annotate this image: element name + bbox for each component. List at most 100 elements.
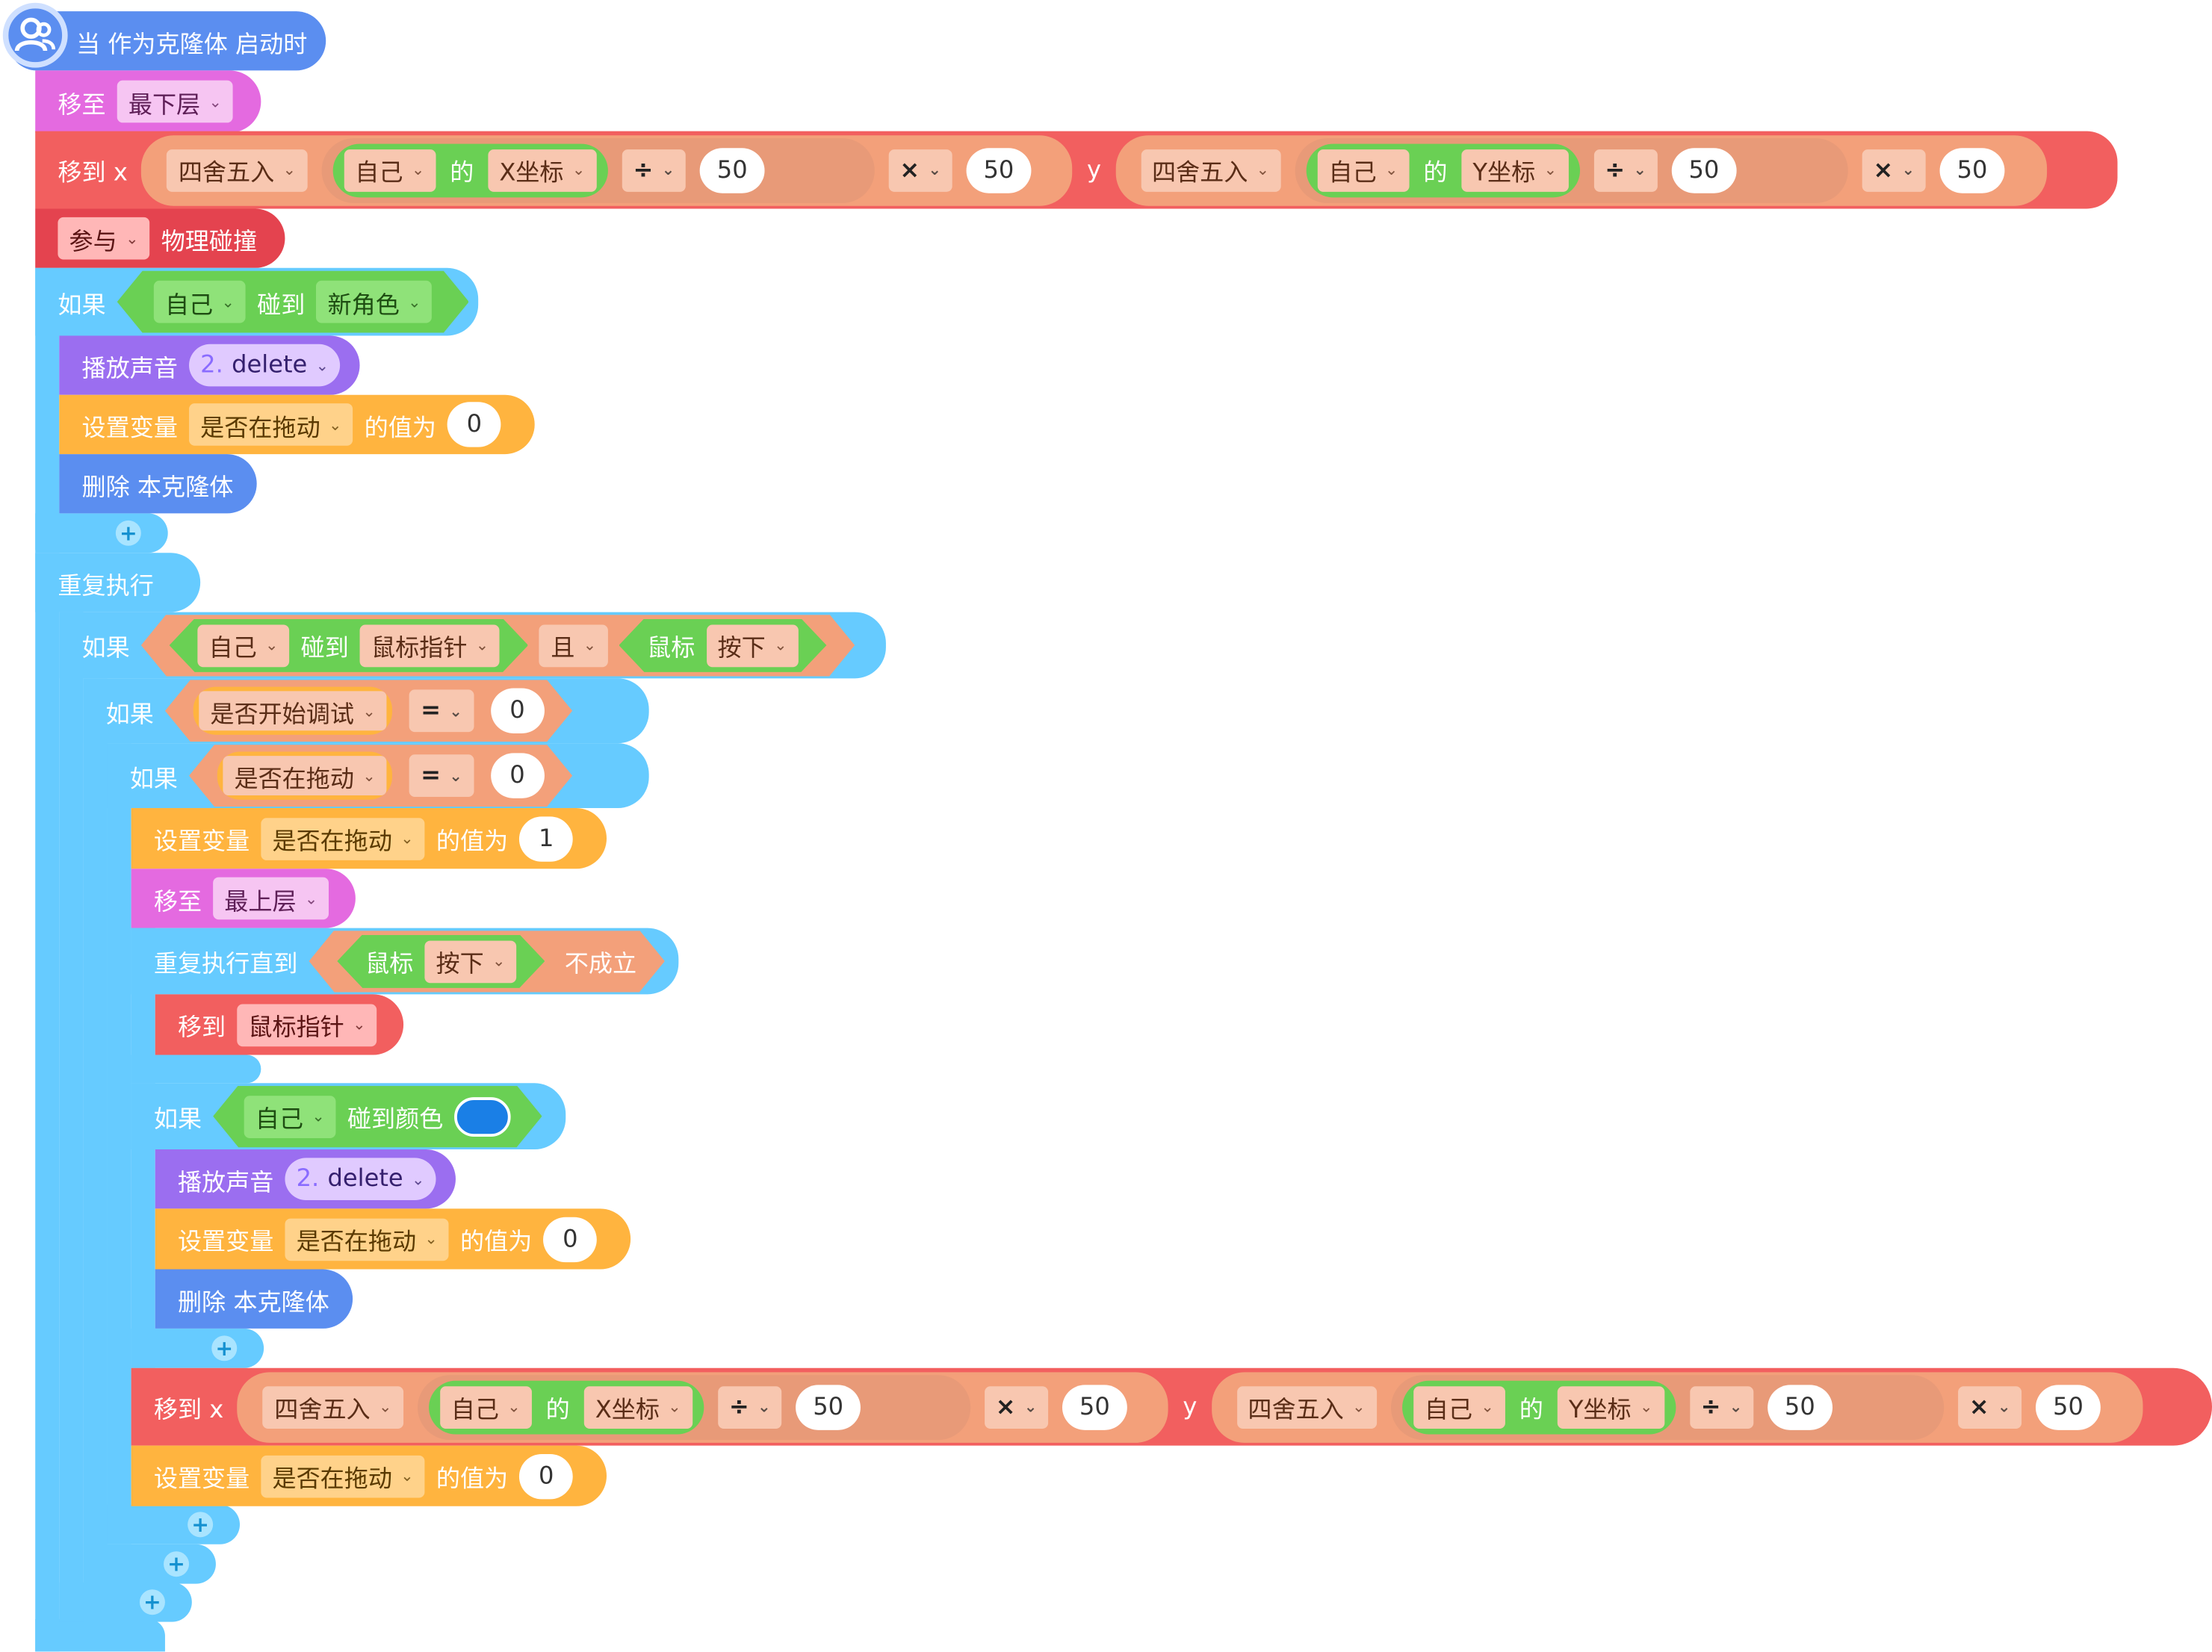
not-condition[interactable]: 鼠标 按下⌄ 不成立 [309,930,665,992]
logic-dropdown[interactable]: 且⌄ [539,624,607,667]
property-dropdown[interactable]: X坐标⌄ [488,149,597,191]
go-to-target-block[interactable]: 移到 鼠标指针⌄ [155,994,404,1055]
value-input[interactable]: 0 [447,402,501,447]
and-condition[interactable]: 自己⌄ 碰到 鼠标指针⌄ 且⌄ 鼠标 按下⌄ [141,614,855,676]
operator-dropdown[interactable]: ÷⌄ [1689,1385,1754,1429]
mouse-state-dropdown[interactable]: 按下⌄ [706,624,798,667]
add-block-button[interactable]: + [164,1551,190,1577]
delete-clone-block[interactable]: 删除 本克隆体 [155,1269,353,1329]
number-input[interactable]: 50 [966,147,1032,193]
variable-dropdown[interactable]: 是否在拖动⌄ [261,1454,425,1497]
target-dropdown[interactable]: 新角色⌄ [316,281,432,323]
sprite-dropdown[interactable]: 自己⌄ [439,1385,532,1429]
if-block[interactable]: 如果 是否在拖动⌄ =⌄ 0 [107,743,649,809]
set-variable-block[interactable]: 设置变量 是否在拖动⌄ 的值为 1 [131,808,607,869]
round-reporter-y[interactable]: 四舍五入⌄ 自己⌄ 的 Y坐标⌄ ÷⌄ 50 ×⌄ 50 [1115,134,2047,205]
round-dropdown[interactable]: 四舍五入⌄ [1140,149,1281,191]
sprite-property-reporter[interactable]: 自己⌄ 的 X坐标⌄ [332,143,608,197]
sprite-dropdown[interactable]: 自己⌄ [1317,149,1410,191]
value-input[interactable]: 0 [519,1453,574,1499]
number-input[interactable]: 50 [2036,1384,2101,1429]
operator-dropdown[interactable]: ×⌄ [888,149,952,191]
go-to-layer-block[interactable]: 移至 最下层⌄ [35,70,261,133]
round-dropdown[interactable]: 四舍五入⌄ [1236,1385,1377,1429]
sprite-property-reporter[interactable]: 自己⌄ 的 Y坐标⌄ [1306,143,1580,197]
if-block[interactable]: 如果 自己⌄ 碰到 新角色⌄ [35,267,479,336]
divide-reporter[interactable]: 自己⌄ 的 X坐标⌄ ÷⌄ 50 [320,137,875,202]
go-to-xy-block[interactable]: 移到 x 四舍五入⌄ 自己⌄ 的 X坐标⌄ ÷⌄ 50 ×⌄ 50 y 四舍五入… [35,131,2118,209]
add-block-button[interactable]: + [139,1589,165,1615]
divide-reporter[interactable]: 自己⌄ 的 X坐标⌄ ÷⌄ 50 [417,1374,970,1440]
number-input[interactable]: 50 [1062,1384,1127,1429]
sprite-dropdown[interactable]: 自己⌄ [154,281,246,323]
target-dropdown[interactable]: 鼠标指针⌄ [360,624,500,667]
property-dropdown[interactable]: Y坐标⌄ [1557,1385,1664,1429]
number-input[interactable]: 50 [700,147,765,193]
target-dropdown[interactable]: 鼠标指针⌄ [237,1003,377,1046]
operator-dropdown[interactable]: ÷⌄ [717,1385,782,1429]
property-dropdown[interactable]: X坐标⌄ [583,1385,693,1429]
equals-condition[interactable]: 是否开始调试⌄ =⌄ 0 [165,680,572,742]
forever-block[interactable]: 重复执行 [35,553,201,612]
hat-block-when-clone-starts[interactable]: 当 作为克隆体 启动时 [8,11,326,71]
set-variable-block[interactable]: 设置变量 是否在拖动⌄ 的值为 0 [59,394,535,455]
number-input[interactable]: 50 [1768,1384,1833,1429]
variable-dropdown[interactable]: 是否在拖动⌄ [261,817,425,860]
property-dropdown[interactable]: Y坐标⌄ [1461,149,1569,191]
sound-dropdown[interactable]: 2.delete⌄ [285,1158,436,1201]
number-input[interactable]: 50 [1671,147,1737,193]
operator-dropdown[interactable]: ×⌄ [1957,1385,2022,1429]
mouse-state-dropdown[interactable]: 按下⌄ [424,940,516,983]
equals-condition[interactable]: 是否在拖动⌄ =⌄ 0 [189,745,572,807]
variable-dropdown[interactable]: 是否在拖动⌄ [223,756,386,795]
mouse-down-condition[interactable]: 鼠标 按下⌄ [337,934,545,988]
add-block-button[interactable]: + [211,1335,238,1361]
touching-condition[interactable]: 自己⌄ 碰到 新角色⌄ [117,271,469,333]
operator-dropdown[interactable]: =⌄ [409,754,474,797]
if-block[interactable]: 如果 自己⌄ 碰到 鼠标指针⌄ 且⌄ 鼠标 按下⌄ [59,612,886,679]
round-reporter-x[interactable]: 四舍五入⌄ 自己⌄ 的 X坐标⌄ ÷⌄ 50 ×⌄ 50 [238,1371,1169,1442]
physics-collision-block[interactable]: 参与⌄ 物理碰撞 [35,208,285,268]
divide-reporter[interactable]: 自己⌄ 的 Y坐标⌄ ÷⌄ 50 [1390,1374,1944,1440]
operator-dropdown[interactable]: ÷⌄ [1593,149,1658,191]
round-dropdown[interactable]: 四舍五入⌄ [263,1385,403,1429]
layer-dropdown[interactable]: 最下层⌄ [117,80,233,123]
divide-reporter[interactable]: 自己⌄ 的 Y坐标⌄ ÷⌄ 50 [1295,137,1848,202]
physics-mode-dropdown[interactable]: 参与⌄ [58,217,150,260]
touching-color-condition[interactable]: 自己⌄ 碰到颜色 [213,1085,542,1147]
if-block[interactable]: 如果 自己⌄ 碰到颜色 [131,1083,566,1150]
number-input[interactable]: 50 [796,1384,861,1429]
sprite-dropdown[interactable]: 自己⌄ [197,624,289,667]
repeat-until-block[interactable]: 重复执行直到 鼠标 按下⌄ 不成立 [131,928,679,995]
sprite-dropdown[interactable]: 自己⌄ [1413,1385,1505,1429]
sprite-property-reporter[interactable]: 自己⌄ 的 X坐标⌄ [428,1379,704,1434]
value-input[interactable]: 0 [543,1216,598,1262]
round-reporter-x[interactable]: 四舍五入⌄ 自己⌄ 的 X坐标⌄ ÷⌄ 50 ×⌄ 50 [141,134,1074,205]
round-dropdown[interactable]: 四舍五入⌄ [167,149,308,191]
delete-clone-block[interactable]: 删除 本克隆体 [59,454,257,514]
number-input[interactable]: 0 [491,753,545,798]
sprite-dropdown[interactable]: 自己⌄ [344,149,436,191]
variable-dropdown[interactable]: 是否在拖动⌄ [285,1217,449,1261]
variable-reporter[interactable]: 是否开始调试⌄ [193,687,393,735]
play-sound-block[interactable]: 播放声音 2.delete⌄ [59,335,360,395]
set-variable-block[interactable]: 设置变量 是否在拖动⌄ 的值为 0 [155,1208,631,1270]
sprite-property-reporter[interactable]: 自己⌄ 的 Y坐标⌄ [1401,1379,1676,1434]
color-swatch[interactable] [454,1096,511,1136]
variable-dropdown[interactable]: 是否在拖动⌄ [189,403,353,446]
if-block[interactable]: 如果 是否开始调试⌄ =⌄ 0 [83,678,649,744]
operator-dropdown[interactable]: =⌄ [409,689,474,732]
play-sound-block[interactable]: 播放声音 2.delete⌄ [155,1149,456,1209]
number-input[interactable]: 50 [1939,147,2005,193]
sound-dropdown[interactable]: 2.delete⌄ [189,344,341,387]
mouse-down-condition[interactable]: 鼠标 按下⌄ [619,618,826,672]
sprite-dropdown[interactable]: 自己⌄ [244,1095,336,1137]
operator-dropdown[interactable]: ÷⌄ [622,149,687,191]
round-reporter-y[interactable]: 四舍五入⌄ 自己⌄ 的 Y坐标⌄ ÷⌄ 50 ×⌄ 50 [1211,1371,2143,1442]
touching-condition[interactable]: 自己⌄ 碰到 鼠标指针⌄ [170,618,528,672]
set-variable-block[interactable]: 设置变量 是否在拖动⌄ 的值为 0 [131,1445,607,1506]
number-input[interactable]: 0 [491,689,545,733]
go-to-xy-block[interactable]: 移到 x 四舍五入⌄ 自己⌄ 的 X坐标⌄ ÷⌄ 50 ×⌄ 50 y 四舍五入… [131,1367,2212,1446]
operator-dropdown[interactable]: ×⌄ [984,1385,1049,1429]
operator-dropdown[interactable]: ×⌄ [1862,149,1927,191]
